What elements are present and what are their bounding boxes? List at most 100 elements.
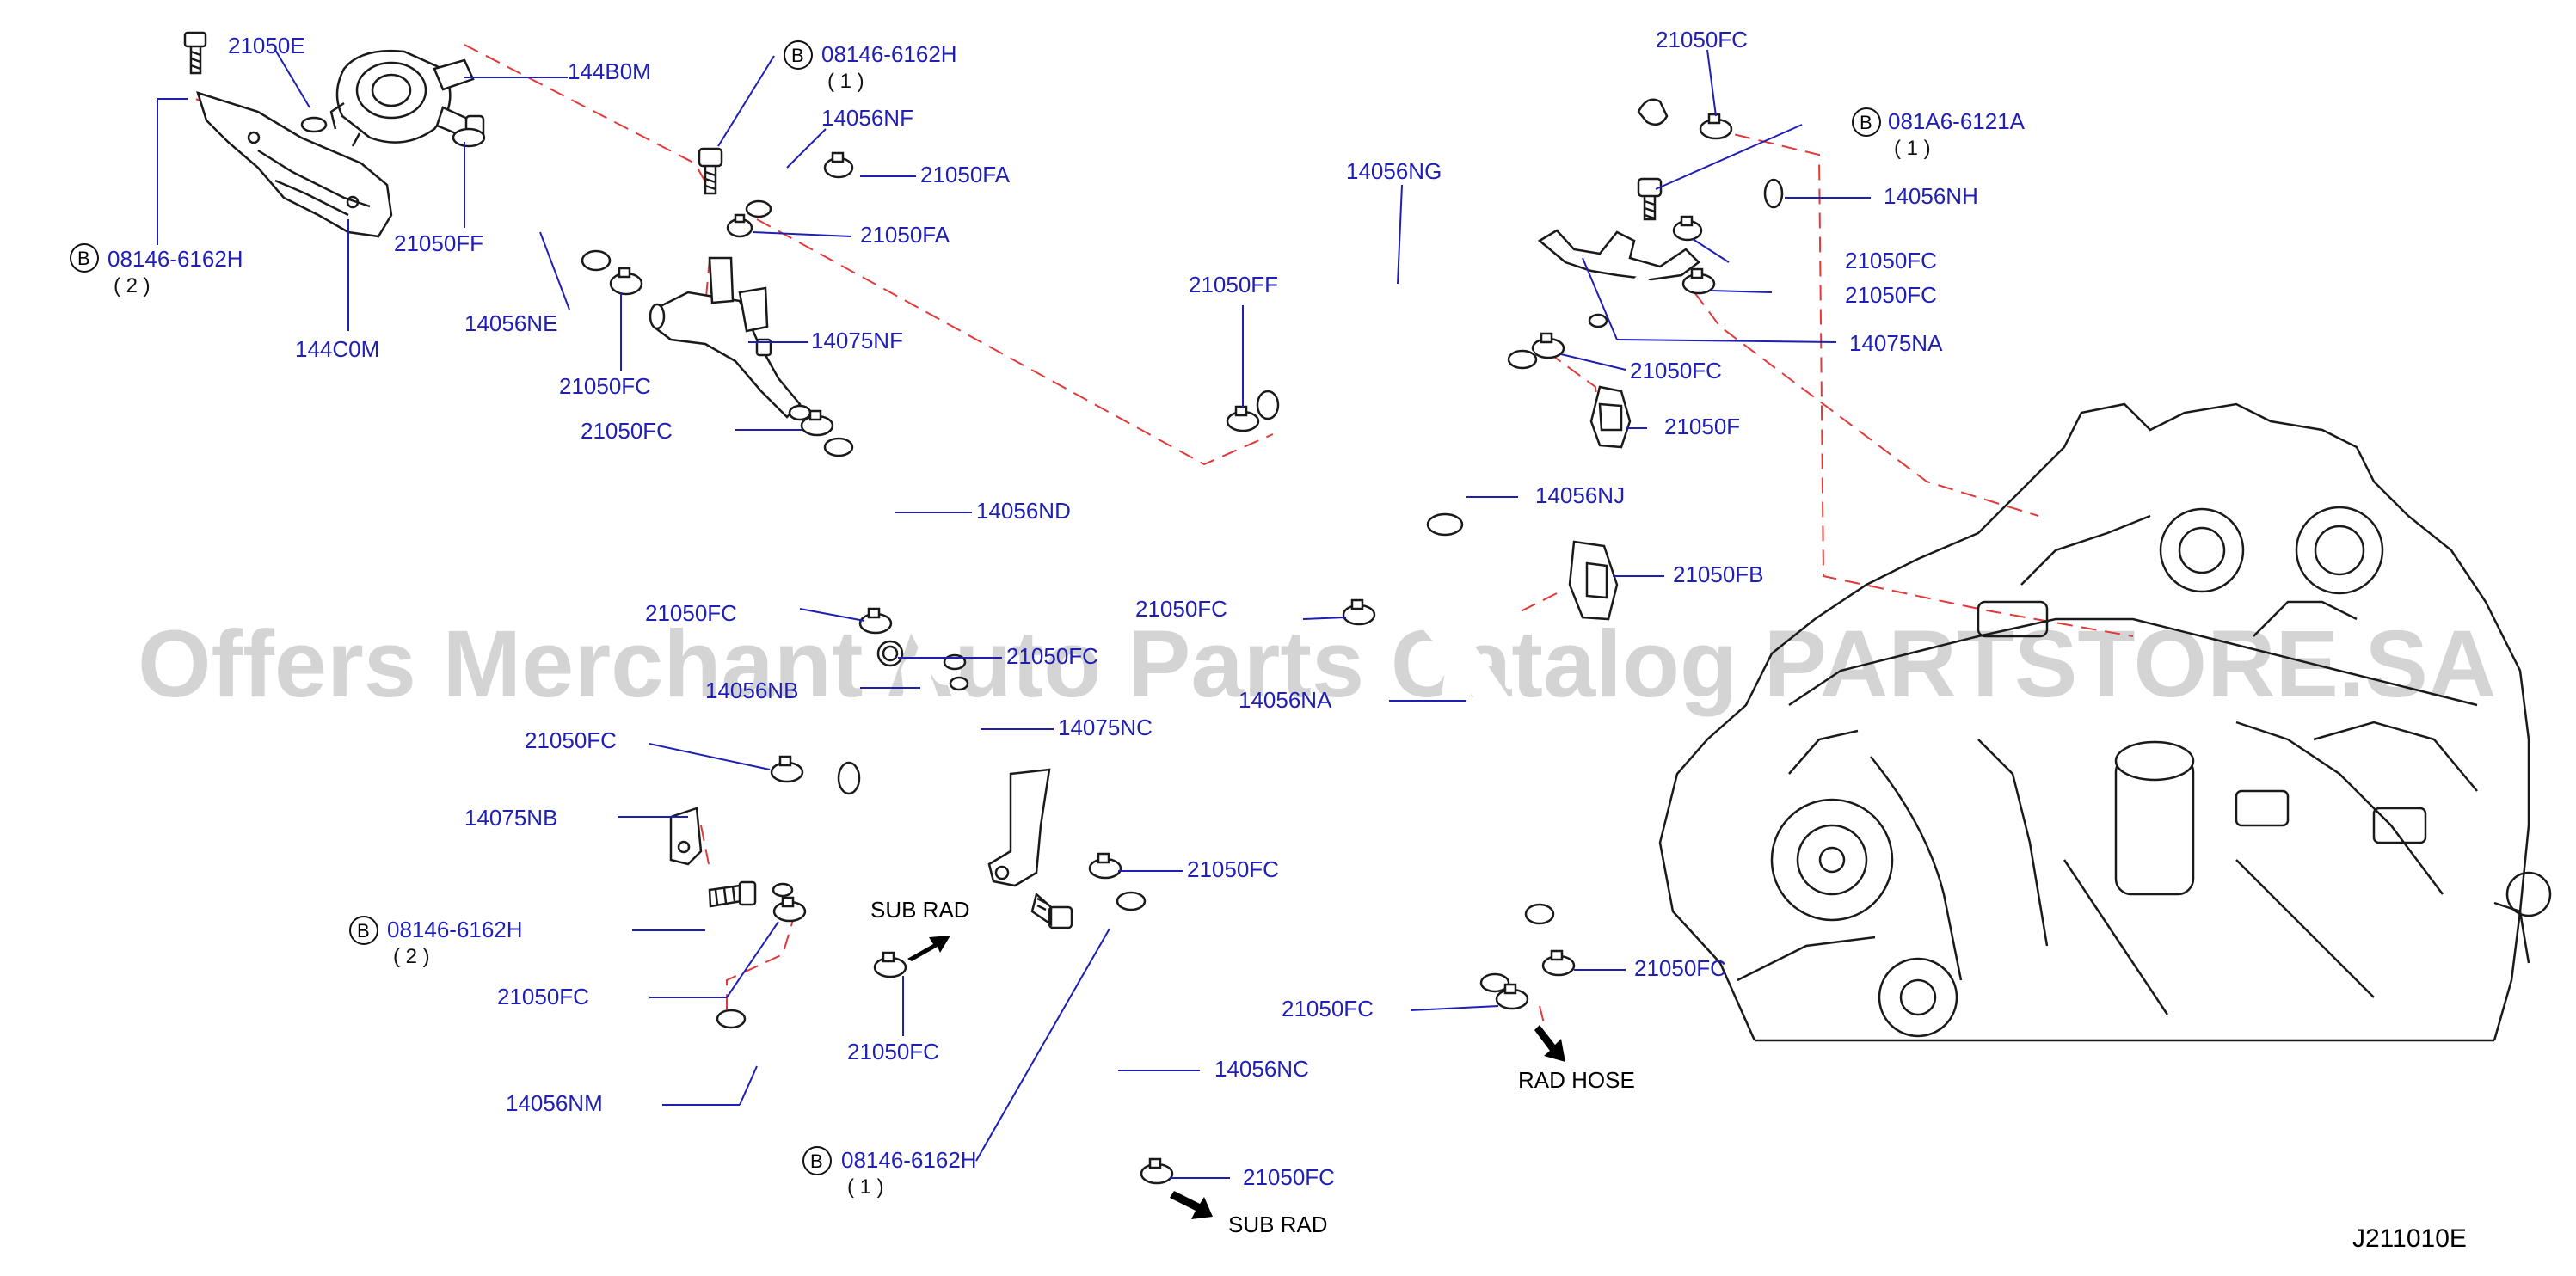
arrow-rad-hose — [1534, 1025, 1565, 1062]
pipe-14075NA — [1537, 229, 1700, 328]
clip-near-pump — [300, 116, 486, 148]
hose-14056NH — [1718, 178, 1784, 236]
label-21050E: 21050E — [228, 33, 305, 58]
label-14056NM: 14056NM — [506, 1090, 603, 1116]
label-08146-6162H-d: 08146-6162H — [841, 1147, 977, 1173]
clamp-21050FC-c — [858, 607, 893, 635]
leader-lines — [157, 49, 1871, 1179]
clamp-21050FC-o — [1495, 983, 1529, 1010]
bolt-marker-a: B — [784, 40, 813, 70]
label-rad-hose: RAD HOSE — [1518, 1067, 1635, 1093]
arrow-sub-rad-2 — [1170, 1191, 1213, 1219]
pipe-14075NB — [669, 763, 794, 898]
svg-text:B: B — [791, 45, 804, 66]
clamp-21050FC-j — [1672, 215, 1703, 242]
clamp-21050FF-b — [1226, 405, 1260, 432]
hose-14056NC — [1091, 888, 1159, 1175]
label-21050FC-i: 21050FC — [1243, 1164, 1335, 1190]
hose-14056NB — [837, 656, 937, 795]
hose-14056NA — [1349, 518, 1555, 995]
label-14056NJ: 14056NJ — [1535, 482, 1625, 508]
label-21050FC-l: 21050FC — [1630, 358, 1722, 383]
label-21050F: 21050F — [1664, 414, 1740, 439]
label-21050FC-m: 21050FC — [1135, 596, 1227, 622]
clamp-21050FC-d — [876, 640, 904, 667]
label-21050FF-a: 21050FF — [394, 230, 483, 256]
clamp-21050FA-b — [726, 213, 753, 238]
label-21050FC-h: 21050FC — [847, 1039, 939, 1064]
hose-14056NF — [745, 156, 829, 218]
label-21050FA-b: 21050FA — [860, 222, 950, 248]
bolt-marker-d: B — [802, 1146, 832, 1175]
hose-14056NG — [1254, 89, 1669, 420]
label-14075NC: 14075NC — [1058, 715, 1153, 740]
clamp-21050FC-k — [1681, 267, 1716, 295]
label-21050FA-a: 21050FA — [920, 162, 1011, 187]
clamp-21050FC-h — [873, 951, 907, 978]
label-21050FC-f: 21050FC — [525, 727, 617, 753]
label-14075NF: 14075NF — [811, 328, 903, 353]
watermark: Offers Merchant Auto Parts Catalog PARTS… — [138, 611, 2496, 717]
label-08146-6162H-c: 08146-6162H — [387, 917, 523, 942]
hose-14056ND — [823, 432, 961, 685]
label-14056NA: 14056NA — [1239, 687, 1332, 713]
pipe-14075NF — [649, 256, 812, 421]
clip-21050FB — [1568, 540, 1619, 621]
label-21050FC-d: 21050FC — [1006, 643, 1098, 669]
label-sub-rad-2: SUB RAD — [1228, 1212, 1328, 1237]
label-144B0M: 144B0M — [568, 58, 651, 84]
assembly-dashed-lines — [195, 44, 2134, 1024]
label-21050FC-top: 21050FC — [1656, 27, 1748, 52]
bolt-08146-6162H-a — [698, 147, 723, 195]
clamp-21050FC-l — [1531, 332, 1565, 359]
label-21050FB: 21050FB — [1673, 561, 1764, 587]
clamp-21050FC-top — [1699, 113, 1733, 140]
bolt-08146-6162H-c — [708, 880, 757, 908]
qty-a: ( 1 ) — [827, 70, 864, 93]
qty-d: ( 1 ) — [847, 1175, 884, 1199]
label-144C0M: 144C0M — [295, 336, 379, 362]
label-21050FC-e: 21050FC — [1187, 856, 1279, 882]
bolt-21050E — [183, 31, 207, 75]
bolt-marker-e: B — [1852, 107, 1881, 137]
qty-b: ( 2 ) — [114, 274, 151, 298]
svg-text:B: B — [77, 248, 90, 269]
hose-14056NE — [501, 144, 612, 273]
label-14056ND: 14056ND — [976, 498, 1071, 524]
bolt-08146-6162H-d — [1030, 892, 1073, 929]
clamp-21050FC-f — [770, 755, 804, 783]
part-labels: 21050E 144B0M 08146-6162H ( 1 ) 14056NF … — [108, 27, 2467, 1253]
arrow-sub-rad-1 — [907, 936, 950, 961]
pump-bracket — [196, 91, 393, 238]
diagram-code: J211010E — [2352, 1224, 2467, 1253]
qty-e: ( 1 ) — [1894, 137, 1931, 160]
clamp-21050FA-a — [823, 151, 854, 179]
svg-text:B: B — [1860, 112, 1872, 133]
label-21050FC-n: 21050FC — [1634, 955, 1726, 981]
bolt-marker-c: B — [349, 916, 378, 945]
label-21050FC-c: 21050FC — [645, 600, 737, 626]
clamp-21050FC-e — [1088, 852, 1122, 880]
label-21050FC-g: 21050FC — [497, 984, 589, 1009]
label-21050FF-b: 21050FF — [1189, 272, 1278, 298]
clamp-21050FC-n — [1541, 949, 1576, 977]
svg-text:B: B — [357, 920, 370, 942]
label-14056NB: 14056NB — [705, 678, 798, 703]
label-14056NG: 14056NG — [1346, 158, 1442, 184]
label-081A6-6121A: 081A6-6121A — [1888, 108, 2026, 134]
label-14056NC: 14056NC — [1214, 1056, 1309, 1082]
label-21050FC-o: 21050FC — [1282, 996, 1374, 1021]
label-08146-6162H-b: 08146-6162H — [108, 246, 243, 272]
label-14056NE: 14056NE — [464, 310, 557, 336]
label-21050FC-k: 21050FC — [1845, 282, 1937, 308]
svg-text:B: B — [810, 1150, 823, 1172]
clamp-21050FC-g — [772, 896, 807, 923]
label-14056NH: 14056NH — [1884, 183, 1978, 209]
bolt-marker-b: B — [70, 243, 99, 273]
label-14075NB: 14075NB — [464, 805, 557, 831]
clamp-21050FC-i — [1140, 1157, 1174, 1185]
clamp-21050FC-b — [800, 409, 834, 437]
clamp-21050FC-m — [1342, 598, 1376, 626]
engine-block — [1658, 402, 2552, 1042]
